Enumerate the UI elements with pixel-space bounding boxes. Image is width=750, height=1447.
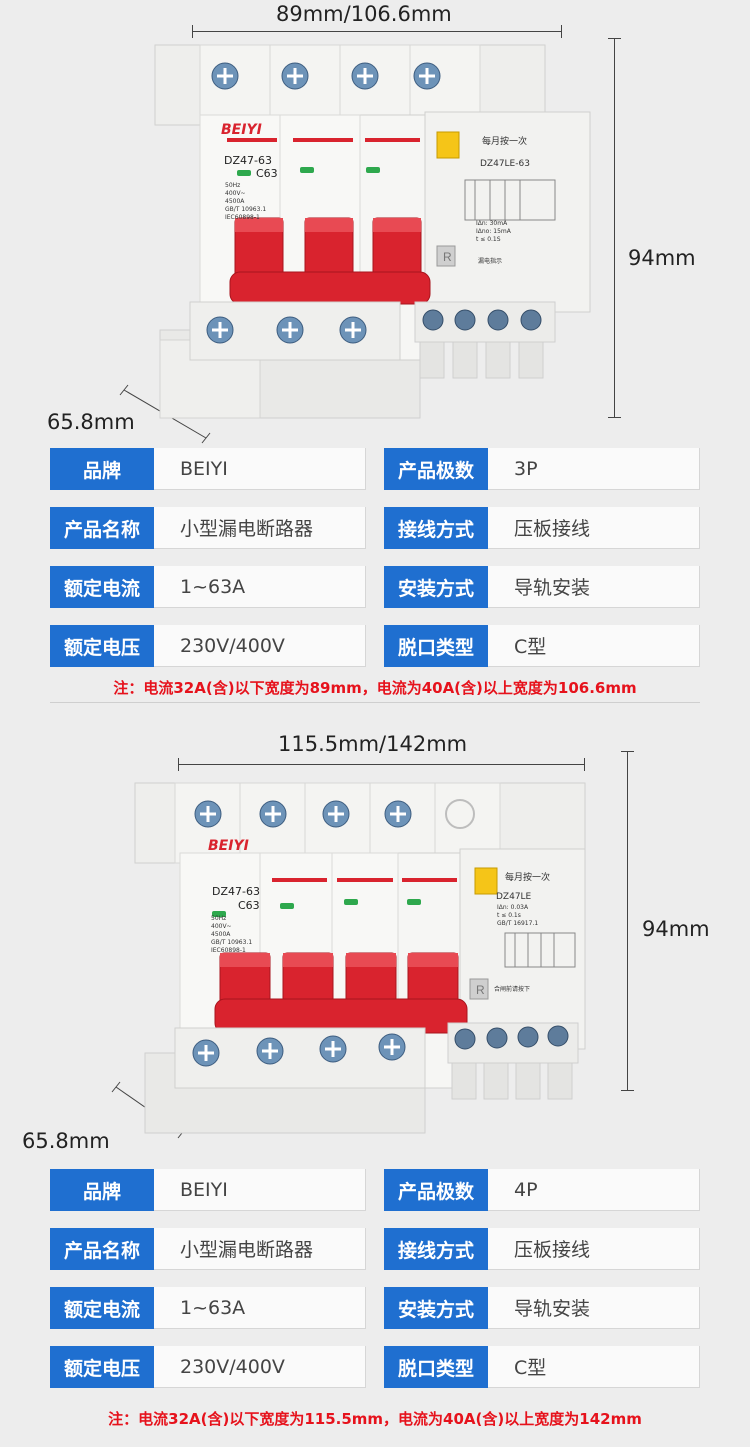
spec-row-product-name: 产品名称 小型漏电断路器 [50, 507, 366, 549]
spec-label: 额定电流 [50, 566, 154, 608]
spec-value: 压板接线 [488, 507, 700, 549]
spec-row-poles: 产品极数 3P [384, 448, 700, 490]
spec-row-brand: 品牌 BEIYI [50, 448, 366, 490]
rcd-indicator: 漏电指示 [478, 258, 503, 265]
spec-value: 导轨安装 [488, 566, 700, 608]
rcd-test-label: 每月按一次 [482, 137, 528, 147]
spec-value: BEIYI [154, 448, 366, 490]
rcd-model: DZ47LE-63 [480, 159, 530, 169]
spec-label: 品牌 [50, 1169, 154, 1211]
breaker-specs: 50Hz 400V~ 4500A GB/T 10963.1 IEC60898-1 [211, 915, 253, 954]
spec-label: 产品极数 [384, 448, 488, 490]
width-note: 注：电流32A(含)以下宽度为115.5mm，电流为40A(含)以上宽度为142… [108, 1410, 642, 1428]
spec-value: 导轨安装 [488, 1287, 700, 1329]
breaker-model: DZ47-63 [224, 154, 272, 167]
width-dimension-label: 115.5mm/142mm [278, 732, 468, 756]
breaker-3p-illustration: R [154, 44, 591, 419]
rcd-specs: IΔn: 30mA IΔno: 15mA t ≤ 0.1S [476, 220, 511, 243]
spec-label: 接线方式 [384, 1228, 488, 1270]
breaker-model: DZ47-63 [212, 885, 260, 898]
red-handles [229, 217, 431, 305]
brand-logo: BEIYI [208, 838, 249, 854]
depth-dimension-label: 65.8mm [47, 410, 135, 434]
spec-value: 1~63A [154, 566, 366, 608]
spec-row-rated-current: 额定电流 1~63A [50, 566, 366, 608]
spec-value: 小型漏电断路器 [154, 1228, 366, 1270]
spec-row-trip-type: 脱口类型 C型 [384, 1346, 700, 1388]
brand-logo: BEIYI [221, 122, 262, 138]
section-divider [50, 702, 700, 703]
breaker-rating: C63 [256, 167, 278, 180]
spec-label: 脱口类型 [384, 1346, 488, 1388]
spec-value: 1~63A [154, 1287, 366, 1329]
spec-row-rated-voltage: 额定电压 230V/400V [50, 1346, 366, 1388]
spec-label: 脱口类型 [384, 625, 488, 667]
spec-value: 3P [488, 448, 700, 490]
width-dimension-label: 89mm/106.6mm [276, 2, 452, 26]
breaker-4p-illustration: R [134, 782, 586, 1134]
product-section-4p: 115.5mm/142mm 94mm 65.8mm [0, 703, 750, 1447]
spec-row-product-name: 产品名称 小型漏电断路器 [50, 1228, 366, 1270]
breaker-specs: 50Hz 400V~ 4500A GB/T 10963.1 IEC60898-1 [225, 182, 267, 221]
rcd-test-label: 每月按一次 [505, 873, 551, 883]
spec-value: C型 [488, 625, 700, 667]
spec-row-rated-voltage: 额定电压 230V/400V [50, 625, 366, 667]
spec-row-mounting: 安装方式 导轨安装 [384, 566, 700, 608]
svg-text:R: R [476, 983, 485, 997]
width-note: 注：电流32A(含)以下宽度为89mm，电流为40A(含)以上宽度为106.6m… [113, 679, 637, 697]
height-dimension-line [627, 751, 628, 1091]
spec-label: 额定电压 [50, 1346, 154, 1388]
rcd-model: DZ47LE [496, 892, 532, 902]
width-dimension-line [178, 764, 584, 765]
spec-row-poles: 产品极数 4P [384, 1169, 700, 1211]
spec-label: 产品名称 [50, 507, 154, 549]
spec-label: 产品极数 [384, 1169, 488, 1211]
spec-row-brand: 品牌 BEIYI [50, 1169, 366, 1211]
rcd-indicator: 合闸前请按下 [494, 986, 531, 993]
height-dimension-line [614, 38, 615, 418]
spec-row-trip-type: 脱口类型 C型 [384, 625, 700, 667]
spec-label: 接线方式 [384, 507, 488, 549]
spec-value: 压板接线 [488, 1228, 700, 1270]
svg-text:R: R [443, 250, 452, 264]
spec-row-wiring: 接线方式 压板接线 [384, 1228, 700, 1270]
spec-label: 安装方式 [384, 566, 488, 608]
spec-row-mounting: 安装方式 导轨安装 [384, 1287, 700, 1329]
height-dimension-label: 94mm [628, 246, 696, 270]
height-dimension-label: 94mm [642, 917, 710, 941]
spec-row-rated-current: 额定电流 1~63A [50, 1287, 366, 1329]
spec-label: 安装方式 [384, 1287, 488, 1329]
spec-value: 4P [488, 1169, 700, 1211]
product-section-3p: 89mm/106.6mm 94mm 65.8mm [0, 0, 750, 703]
spec-value: C型 [488, 1346, 700, 1388]
spec-label: 产品名称 [50, 1228, 154, 1270]
rcd-specs: IΔn: 0.03A t ≤ 0.1s GB/T 16917.1 [497, 904, 539, 927]
breaker-rating: C63 [238, 899, 260, 912]
spec-label: 品牌 [50, 448, 154, 490]
width-dimension-line [192, 31, 562, 32]
spec-value: BEIYI [154, 1169, 366, 1211]
spec-label: 额定电流 [50, 1287, 154, 1329]
spec-value: 小型漏电断路器 [154, 507, 366, 549]
spec-value: 230V/400V [154, 1346, 366, 1388]
spec-row-wiring: 接线方式 压板接线 [384, 507, 700, 549]
depth-dimension-label: 65.8mm [22, 1129, 110, 1153]
test-button [436, 131, 460, 159]
spec-label: 额定电压 [50, 625, 154, 667]
spec-value: 230V/400V [154, 625, 366, 667]
